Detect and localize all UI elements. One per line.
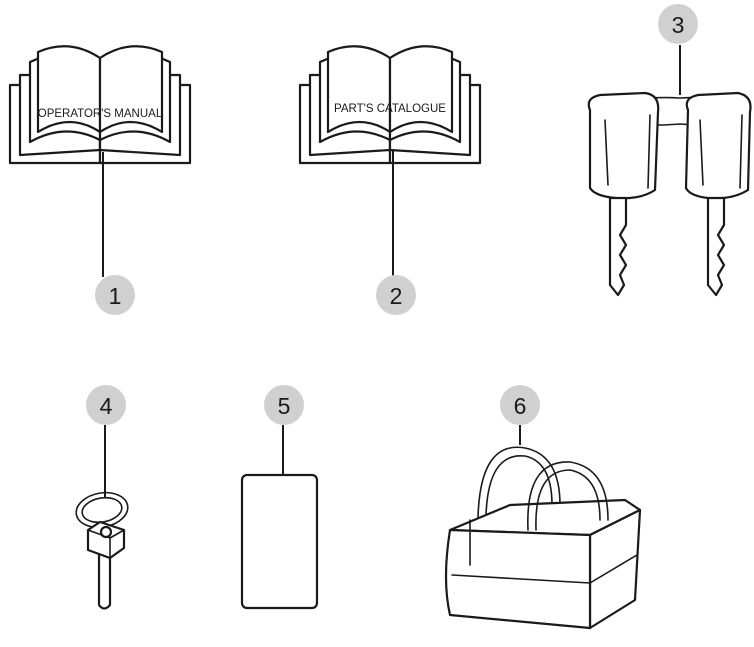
callout-3: 3 [658,4,698,44]
callout-number-6: 6 [514,393,527,419]
callout-number-5: 5 [278,393,291,419]
callout-2: 2 [376,275,416,315]
book-label-2: PART'S CATALOGUE [334,103,446,115]
pin [73,425,130,609]
callout-number-4: 4 [100,393,113,419]
keys-icon [589,45,751,295]
parts-catalogue-book: PART'S CATALOGUE [300,46,480,277]
card [242,425,317,608]
card-icon [242,425,317,608]
pin-icon [73,425,130,609]
callout-1: 1 [95,275,135,315]
book-label-1: OPERATOR'S MANUAL [38,108,163,120]
bag [446,425,640,628]
callout-number-2: 2 [390,283,403,309]
book-icon [10,46,190,163]
callout-number-3: 3 [672,12,685,38]
callout-number-1: 1 [109,283,122,309]
callout-4: 4 [86,385,126,425]
keys [589,45,751,295]
bag-icon [446,425,640,628]
callout-5: 5 [264,385,304,425]
operators-manual-book: OPERATOR'S MANUAL [10,46,190,277]
callout-6: 6 [500,385,540,425]
